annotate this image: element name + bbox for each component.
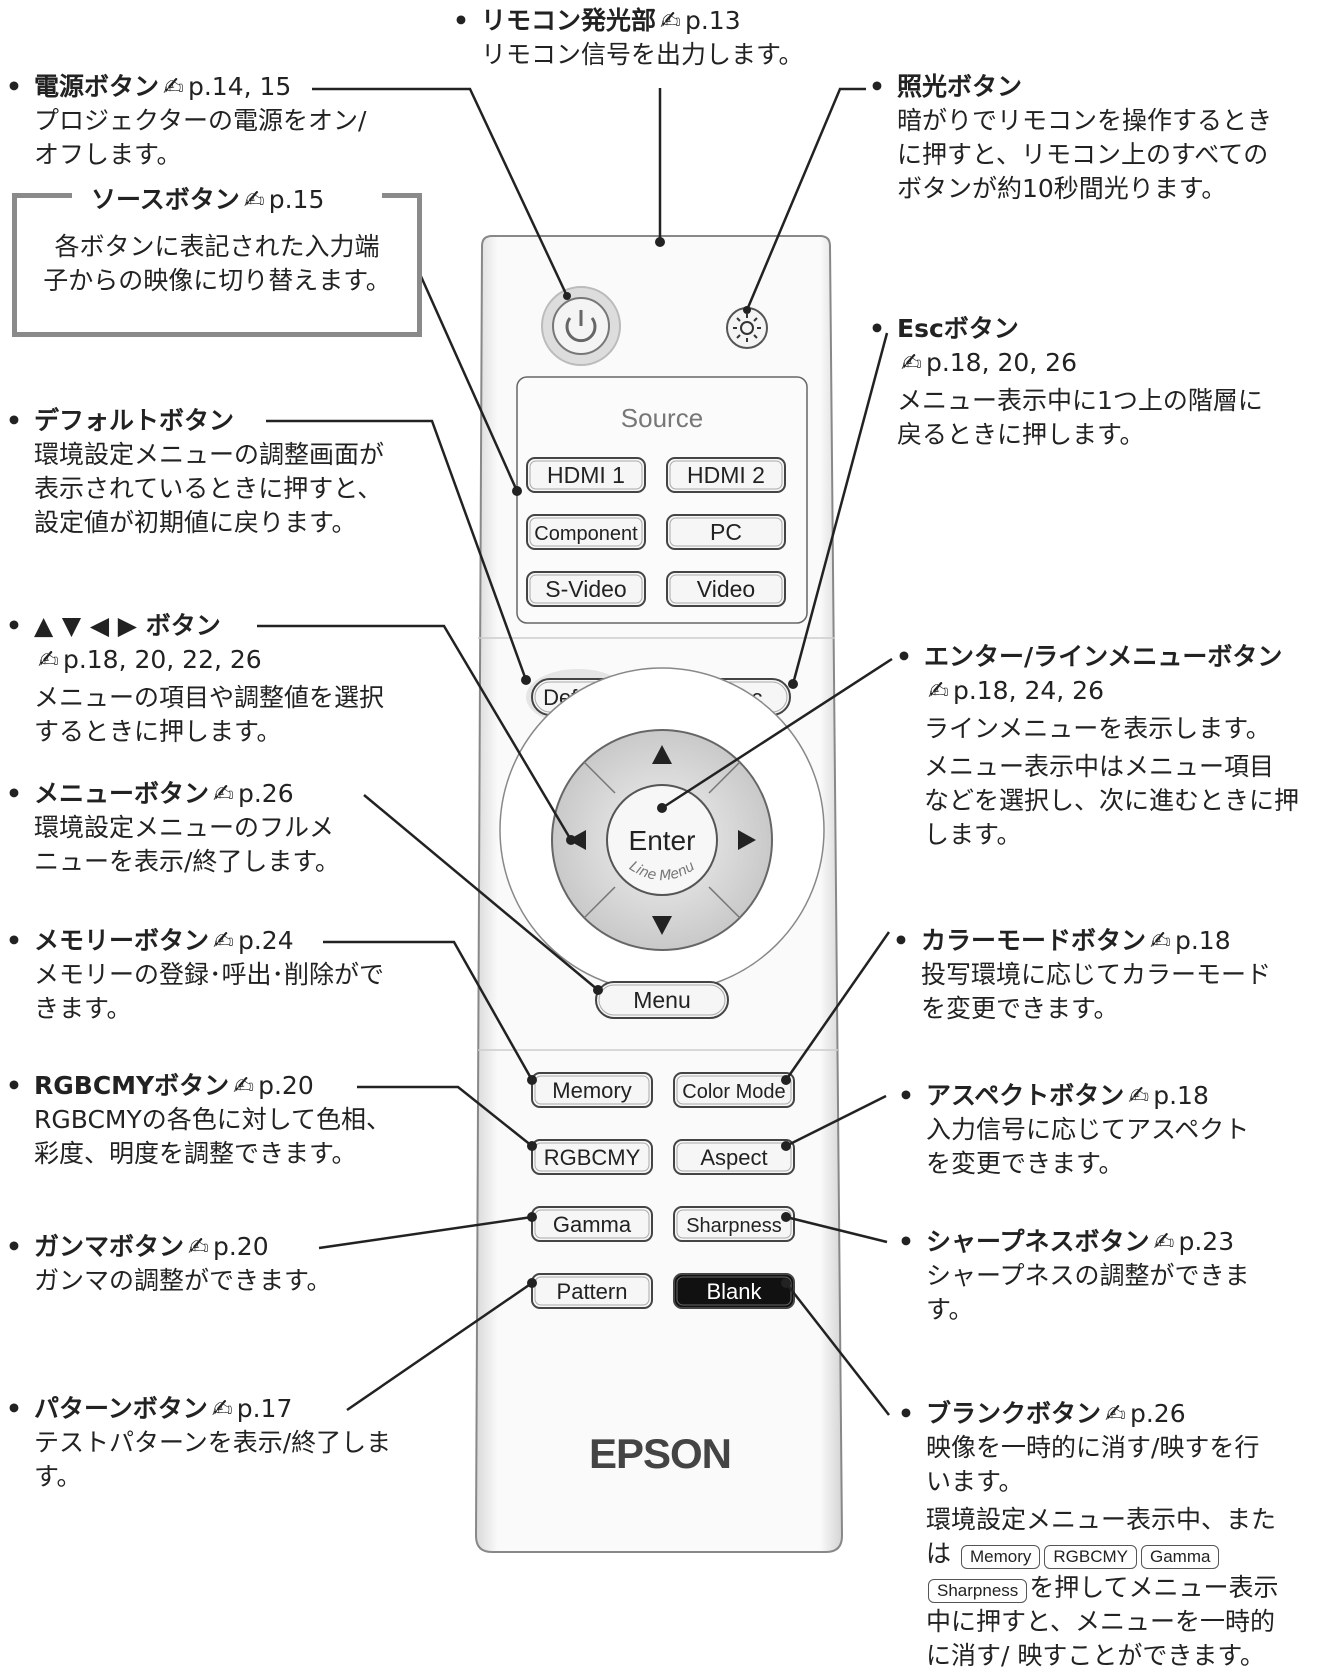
s-video-button-label: S-Video <box>545 576 626 602</box>
book-reference-icon: ✍ <box>1153 1227 1175 1256</box>
pattern-button-label: Pattern <box>557 1279 628 1304</box>
component-button-label: Component <box>534 523 638 545</box>
epson-logo: EPSON <box>589 1430 731 1477</box>
callout-gamma: •ガンマボタン✍p.20 ガンマの調整ができます。 <box>6 1232 332 1295</box>
sun-icon <box>733 314 761 342</box>
memory-key-inline: Memory <box>960 1545 1041 1569</box>
book-reference-icon: ✍ <box>233 1071 255 1100</box>
callout-sharpness: •シャープネスボタン✍p.23 シャープネスの調整ができます。 <box>898 1227 1250 1324</box>
callout-blank: •ブランクボタン✍p.26 映像を一時的に消す/映すを行います。 環境設定メニュ… <box>898 1399 1279 1670</box>
memory-button-label: Memory <box>552 1078 631 1103</box>
rgbcmy-button-label: RGBCMY <box>544 1145 641 1170</box>
rgbcmy-button[interactable]: RGBCMY <box>531 1139 653 1175</box>
book-reference-icon: ✍ <box>188 1232 209 1261</box>
pc-button-label: PC <box>710 519 742 545</box>
memory-button[interactable]: Memory <box>531 1072 653 1108</box>
color-mode-button-label: Color Mode <box>682 1081 785 1103</box>
callout-menu: •メニューボタン✍p.26 環境設定メニューのフルメニューを表示/終了します。 <box>6 779 340 876</box>
blank-button-label: Blank <box>706 1279 762 1304</box>
menu-button-label: Menu <box>633 987 691 1013</box>
source-panel <box>516 376 808 624</box>
hdmi2-button-label: HDMI 2 <box>687 462 765 488</box>
callout-esc: •Escボタン ✍p.18, 20, 26 メニュー表示中に1つ上の階層に戻ると… <box>869 314 1263 449</box>
callout-enter: •エンター/ラインメニューボタン ✍p.18, 24, 26 ラインメニューを表… <box>896 642 1300 849</box>
callout-default: •デフォルトボタン 環境設定メニューの調整画面が表示されているときに押すと、設定… <box>6 406 385 537</box>
sharpness-button[interactable]: Sharpness <box>673 1206 795 1242</box>
power-icon <box>565 310 597 343</box>
s-video-button[interactable]: S-Video <box>526 571 646 607</box>
callout-arrows: •▲ ▼ ◀ ▶ ボタン ✍p.18, 20, 22, 26 メニューの項目や調… <box>6 611 385 746</box>
callout-rgbcmy: •RGBCMYボタン✍p.20 RGBCMYの各色に対して色相、彩度、明度を調整… <box>6 1071 392 1168</box>
gamma-button[interactable]: Gamma <box>531 1206 653 1242</box>
source-label: Source <box>621 403 703 433</box>
gamma-button-label: Gamma <box>553 1212 632 1237</box>
right-arrow-icon <box>738 830 756 850</box>
callout-memory: •メモリーボタン✍p.24 メモリーの登録･呼出･削除ができます。 <box>6 926 385 1023</box>
book-reference-icon: ✍ <box>1150 926 1171 955</box>
book-reference-icon: ✍ <box>243 185 265 214</box>
book-reference-icon: ✍ <box>38 645 59 674</box>
book-reference-icon: ✍ <box>928 676 949 705</box>
hdmi2-button[interactable]: HDMI 2 <box>666 457 786 493</box>
book-reference-icon: ✍ <box>1128 1081 1150 1110</box>
menu-button[interactable]: Menu <box>595 981 729 1019</box>
rgbcmy-key-inline: RGBCMY <box>1044 1545 1137 1569</box>
up-arrow-icon <box>652 745 672 764</box>
gamma-key-inline: Gamma <box>1141 1545 1220 1569</box>
book-reference-icon: ✍ <box>1105 1399 1126 1428</box>
enter-button <box>606 784 718 896</box>
video-button-label: Video <box>697 576 755 602</box>
book-reference-icon: ✍ <box>213 779 234 808</box>
callout-aspect: •アスペクトボタン✍p.18 入力信号に応じてアスペクトを変更できます。 <box>898 1081 1250 1178</box>
source-callout-box: ソースボタン✍p.15 各ボタンに表記された入力端子からの映像に切り替えます。 <box>12 180 422 337</box>
down-arrow-icon <box>652 916 672 935</box>
blank-button[interactable]: Blank <box>673 1273 795 1309</box>
sharpness-key-inline: Sharpness <box>928 1579 1028 1603</box>
color-mode-button[interactable]: Color Mode <box>673 1072 795 1108</box>
callout-pattern: •パターンボタン✍p.17 テストパターンを表示/終了します。 <box>6 1394 392 1491</box>
source-callout-title: ソースボタン✍p.15 <box>77 180 339 216</box>
source-callout-desc: 各ボタンに表記された入力端子からの映像に切り替えます。 <box>43 232 391 295</box>
book-reference-icon: ✍ <box>660 6 681 35</box>
pc-button[interactable]: PC <box>666 514 786 550</box>
left-arrow-icon <box>568 830 586 850</box>
callout-color-mode: •カラーモードボタン✍p.18 投写環境に応じてカラーモードを変更できます。 <box>893 926 1272 1023</box>
leader-lines <box>257 87 893 1416</box>
callout-power: •電源ボタン✍p.14, 15 プロジェクターの電源をオン/オフします。 <box>6 72 367 169</box>
hdmi1-button[interactable]: HDMI 1 <box>526 457 646 493</box>
book-reference-icon: ✍ <box>213 926 234 955</box>
callout-illumination: •照光ボタン 暗がりでリモコンを操作するときに押すと、リモコン上のすべてのボタン… <box>869 72 1273 203</box>
book-reference-icon: ✍ <box>163 72 184 101</box>
book-reference-icon: ✍ <box>211 1394 233 1423</box>
component-button[interactable]: Component <box>526 514 646 550</box>
callout-remote-emitter: •リモコン発光部✍p.13 リモコン信号を出力します。 <box>453 6 804 69</box>
book-reference-icon: ✍ <box>901 348 922 377</box>
hdmi1-button-label: HDMI 1 <box>547 462 625 488</box>
sharpness-button-label: Sharpness <box>686 1215 782 1237</box>
aspect-button-label: Aspect <box>700 1145 767 1170</box>
video-button[interactable]: Video <box>666 571 786 607</box>
pattern-button[interactable]: Pattern <box>531 1273 653 1309</box>
enter-label: Enter <box>629 825 696 856</box>
aspect-button[interactable]: Aspect <box>673 1139 795 1175</box>
